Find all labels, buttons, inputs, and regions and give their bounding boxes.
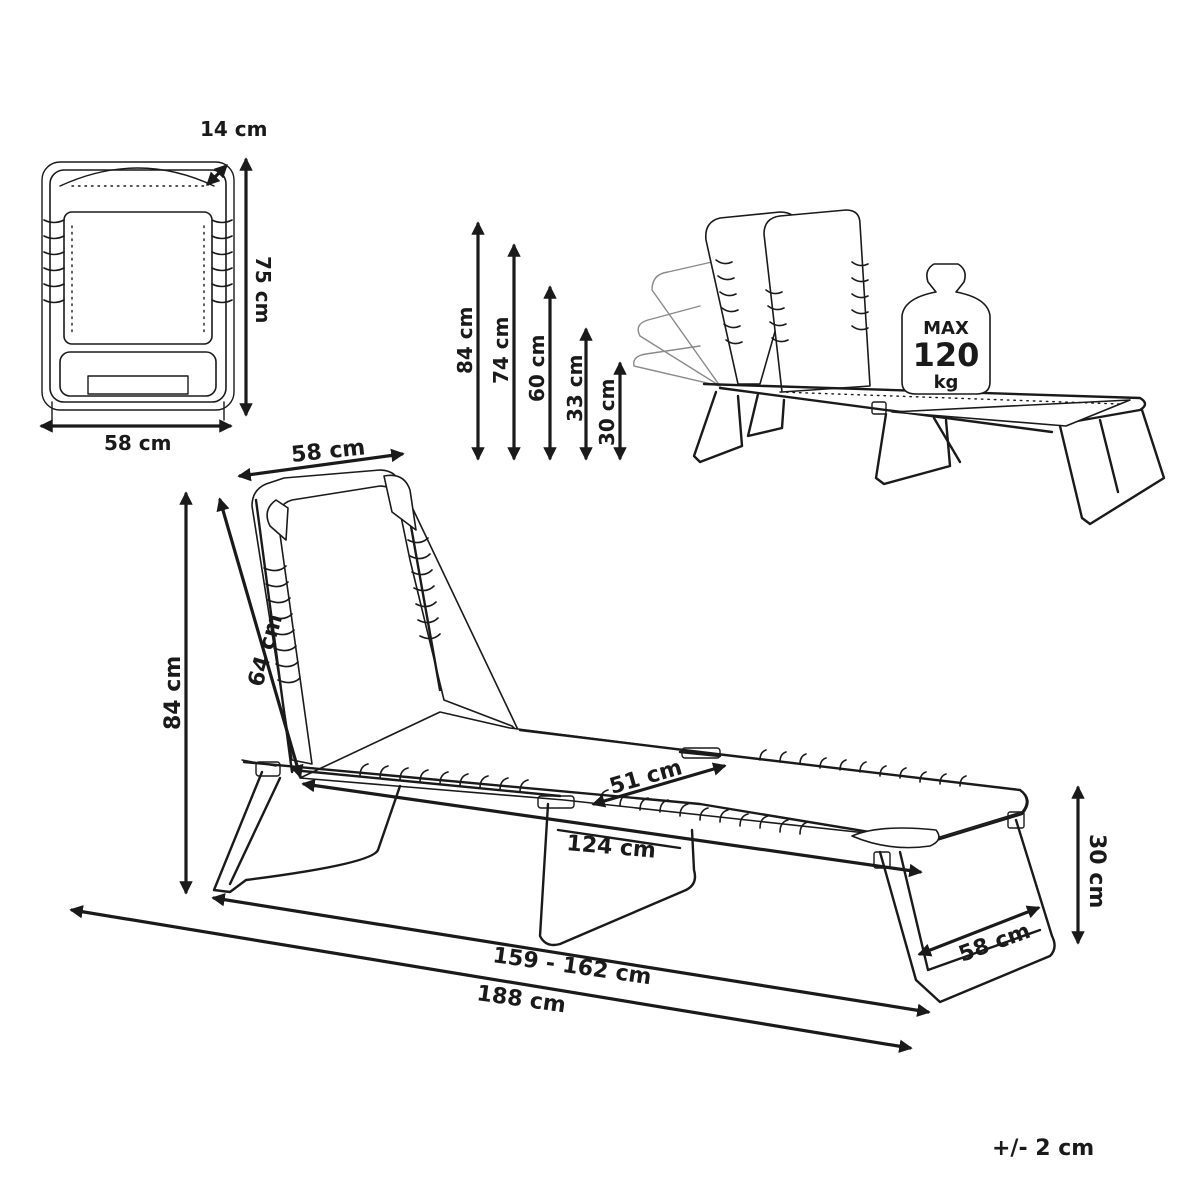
top-depth-label: 14 cm bbox=[200, 117, 268, 141]
recline-view-drawing bbox=[633, 209, 1166, 526]
top-width-label: 58 cm bbox=[104, 431, 172, 455]
height-label: 84 cm bbox=[161, 656, 186, 730]
back-width-label: 58 cm bbox=[290, 435, 366, 468]
back-length-arrow bbox=[216, 497, 304, 779]
seat-length-label: 124 cm bbox=[565, 831, 656, 864]
seat-length-arrow bbox=[301, 778, 923, 878]
total-length-label: 188 cm bbox=[475, 981, 567, 1018]
height-label-4: 33 cm bbox=[563, 355, 587, 423]
height-label-1: 84 cm bbox=[453, 307, 477, 375]
height-label-3: 60 cm bbox=[525, 335, 549, 403]
total-length-arrow bbox=[69, 905, 913, 1053]
max-weight-icon: MAX 120 kg bbox=[901, 263, 991, 395]
back-width-arrow bbox=[237, 448, 405, 482]
weight-label-max: MAX bbox=[923, 318, 969, 339]
backrest-height-arrows: 84 cm 74 cm 60 cm 33 cm 30 cm bbox=[453, 221, 627, 461]
tolerance-note: +/- 2 cm bbox=[992, 1136, 1094, 1161]
weight-label-unit: kg bbox=[934, 372, 959, 393]
top-length-label: 75 cm bbox=[251, 256, 275, 324]
top-depth-arrow bbox=[206, 164, 228, 186]
main-view-drawing bbox=[212, 469, 1056, 1004]
height-label-2: 74 cm bbox=[489, 317, 513, 385]
top-view-drawing bbox=[41, 161, 235, 421]
seat-height-label: 30 cm bbox=[1084, 834, 1109, 908]
height-label-5: 30 cm bbox=[595, 379, 619, 447]
weight-label-value: 120 bbox=[913, 336, 980, 374]
foot-width-arrow bbox=[917, 905, 1041, 957]
